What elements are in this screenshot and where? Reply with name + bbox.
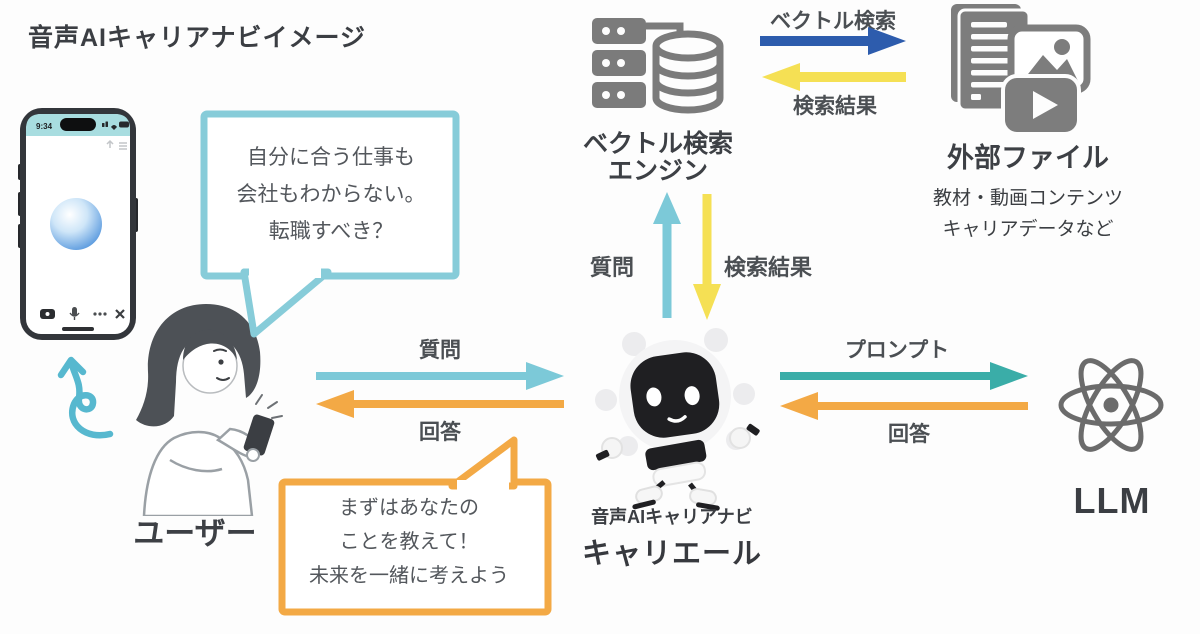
answer-user-arrow: [316, 390, 564, 418]
external-files-label: 外部ファイル: [947, 143, 1109, 173]
search-result-top-label: 検索結果: [793, 95, 877, 118]
question-user-arrow: [316, 362, 564, 390]
status-icons: [102, 121, 129, 130]
person-body: [142, 430, 254, 516]
status-time: 9:34: [36, 122, 53, 131]
person-illustration: [136, 304, 283, 516]
search-result-top-arrow: [762, 63, 906, 91]
more-icon: [93, 312, 107, 316]
curly-arrow-icon: [57, 356, 114, 439]
search-result-down-label: 検索結果: [723, 255, 812, 280]
robot-subtitle: 音声AIキャリアナビ: [591, 507, 753, 527]
llm-label: LLM: [1073, 480, 1151, 521]
server-database-icon: [592, 18, 724, 114]
answer-llm-arrow: [780, 392, 1028, 420]
question-up-label: 質問: [589, 255, 634, 280]
call-controls[interactable]: [40, 307, 125, 320]
robot-mascot-icon: [595, 328, 760, 511]
mic-icon: [72, 307, 77, 316]
question-up-arrow: [653, 192, 681, 318]
sparkle-lines: [255, 394, 283, 419]
robot-title: キャリエール: [581, 538, 762, 570]
user-bubble-text: 自分に合う仕事も 会社もわからない。 転職すべき？: [236, 146, 426, 243]
smartphone-icon: 9:34: [18, 108, 138, 340]
external-files-icon: [951, 4, 1091, 136]
page-title: 音声AIキャリアナビイメージ: [28, 24, 367, 52]
external-files-desc: 教材・動画コンテンツ キャリアデータなど: [932, 188, 1123, 240]
prompt-arrow: [780, 362, 1028, 390]
question-user-label: 質問: [419, 339, 461, 362]
robot-speech-bubble: [278, 436, 552, 616]
vector-search-arrow: [760, 27, 906, 55]
person-hair-back: [136, 304, 261, 427]
user-label: ユーザー: [133, 516, 257, 551]
screen-top-icons: [106, 139, 127, 150]
vector-search-arrow-label: ベクトル検索: [770, 10, 896, 33]
close-icon: [115, 309, 125, 319]
answer-user-label: 回答: [419, 421, 461, 444]
database-icon: [652, 30, 724, 114]
user-speech-bubble: [200, 110, 460, 338]
dynamic-island: [60, 118, 96, 131]
atom-icon: [1058, 358, 1164, 452]
answer-llm-label: 回答: [888, 423, 930, 446]
person-hair-front: [183, 329, 237, 360]
vector-engine-label: ベクトル検索 エンジン: [582, 130, 733, 185]
home-indicator: [62, 327, 94, 331]
prompt-arrow-label: プロンプト: [844, 339, 950, 362]
voice-orb: [50, 198, 102, 250]
search-result-down-arrow: [693, 194, 721, 320]
robot-bubble-text: まずはあなたの ことを教えて！ 未来を一緒に考えよう: [309, 497, 509, 587]
person-phone: [243, 414, 275, 456]
robot-caption: 音声AIキャリアナビ キャリエール: [562, 503, 782, 572]
video-play-icon: [1001, 74, 1081, 136]
